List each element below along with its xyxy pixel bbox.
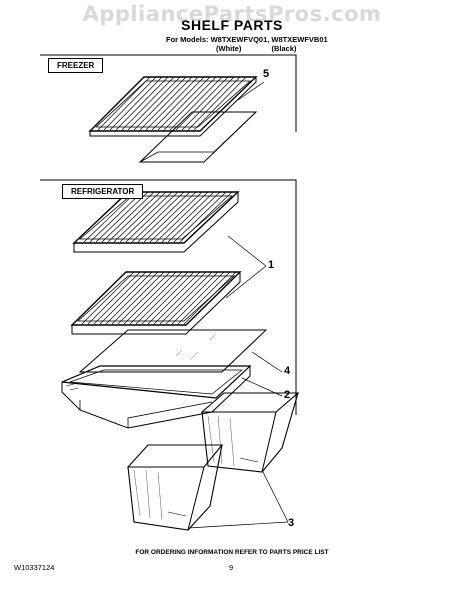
variant-black: (Black) [271,44,297,53]
page-number: 9 [229,563,234,572]
refrigerator-wire-shelf-upper [72,191,240,253]
callout-part-1: 1 [268,259,275,271]
freezer-section-label: FREEZER [48,58,104,73]
color-variants: (White) (Black) [216,44,325,53]
refrigerator-frame [40,179,297,415]
glass-crisper-cover [78,329,268,373]
leader-lines [187,81,289,529]
freezer-frame [40,54,297,132]
callout-part-5: 5 [263,68,270,80]
crisper-cover-frame [61,365,252,429]
document-number: W10337124 [14,563,55,572]
callout-part-4: 4 [284,365,291,377]
callout-part-3: 3 [288,517,295,529]
page-title: SHELF PARTS [181,17,283,33]
crisper-drawer-left [126,444,224,531]
watermark-logo-text: AppliancePartsPros.com [82,2,382,26]
crisper-drawer-right [200,392,300,473]
refrigerator-section-label: REFRIGERATOR [62,184,144,199]
callout-part-2: 2 [284,389,291,401]
refrigerator-wire-shelf-lower [70,271,242,335]
variant-white: (White) [216,44,242,53]
freezer-wire-shelf [88,76,258,163]
ordering-note: FOR ORDERING INFORMATION REFER TO PARTS … [135,549,329,556]
models-line: For Models: W8TXEWFVQ01, W8TXEWFVB01 [166,35,328,44]
